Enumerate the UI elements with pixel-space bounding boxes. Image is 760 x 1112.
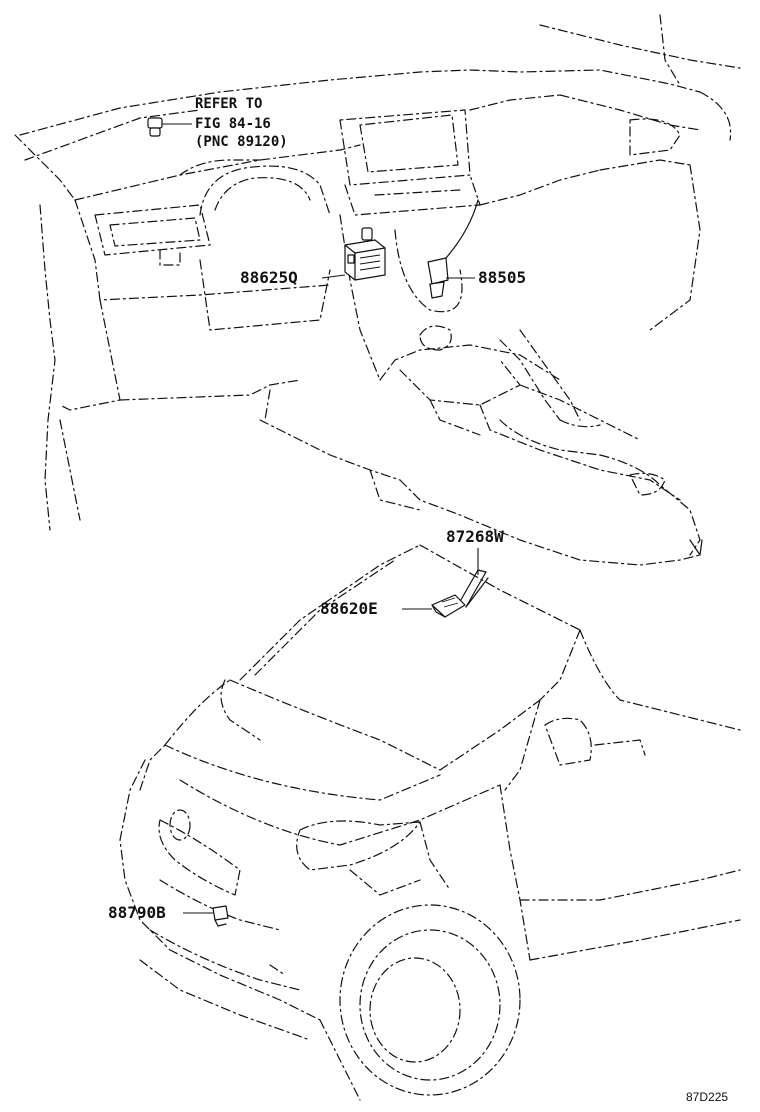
part-label-88625Q: 88625Q [240,268,298,287]
part-88790B: 88790B [108,903,229,927]
dashboard-outline [14,14,741,566]
computer-unit-icon [344,239,386,281]
part-88505: 88505 [361,199,526,299]
wire-harness-icon [361,199,479,299]
part-87268W: 87268W [446,527,504,608]
reference-line-3: (PNC 89120) [195,134,288,150]
reference-note: REFER TO FIG 84-16 (PNC 89120) [147,96,288,150]
wiring-connector-icon [457,548,489,608]
figure-code: 87D225 [686,1090,728,1104]
part-label-88620E: 88620E [320,599,378,618]
reference-line-2: FIG 84-16 [195,116,271,132]
sensor-icon [431,594,466,618]
part-88620E: 88620E [320,594,466,618]
part-88625Q: 88625Q [240,239,386,287]
sensor-bracket-icon [212,905,229,927]
part-label-88505: 88505 [478,268,526,287]
clip-icon [147,117,163,137]
vehicle-outline [119,544,741,1101]
part-label-88790B: 88790B [108,903,166,922]
part-label-87268W: 87268W [446,527,504,546]
reference-line-1: REFER TO [195,96,262,112]
